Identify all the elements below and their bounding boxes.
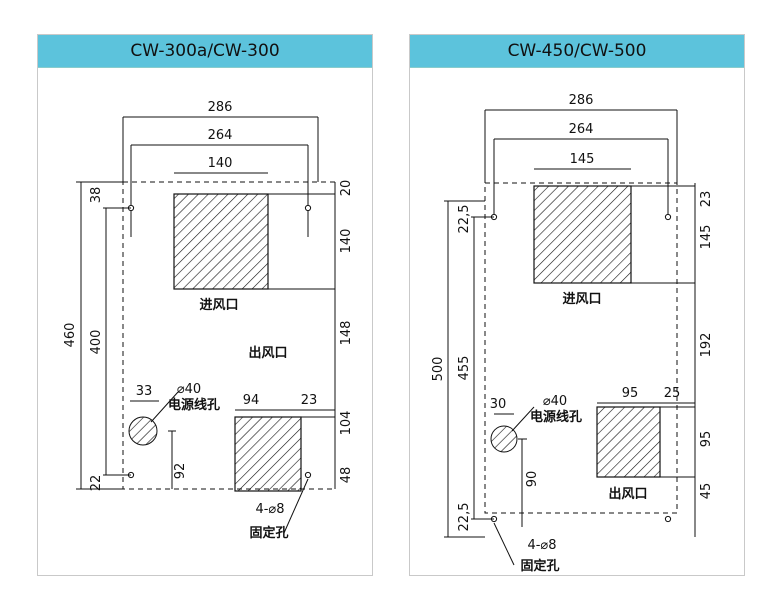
- air-inlet-cutout: [173, 193, 269, 290]
- panel-outline: [122, 181, 336, 490]
- dim-20: 20: [339, 180, 354, 197]
- dim-148: 148: [339, 321, 354, 346]
- dim-145-vert: 145: [699, 225, 714, 250]
- outlet-label: 出风口: [248, 345, 287, 361]
- dim-38: 38: [89, 187, 104, 204]
- panel-title: CW-300a/CW-300: [38, 35, 372, 68]
- inlet-label: 进风口: [562, 292, 601, 307]
- cable-hole: [490, 425, 518, 453]
- dim-140: 140: [208, 156, 233, 171]
- dim-104: 104: [339, 411, 354, 436]
- dim-95-vert: 95: [699, 431, 714, 448]
- dim-455: 455: [457, 356, 472, 381]
- dim-500: 500: [431, 357, 446, 382]
- dim-92: 92: [173, 463, 188, 480]
- cable-hole: [128, 416, 158, 446]
- mount-hole: [304, 471, 312, 479]
- dim-264: 264: [569, 122, 594, 137]
- dim-95: 95: [622, 386, 639, 401]
- air-outlet-cutout: [596, 406, 661, 478]
- dim-140-vert: 140: [339, 229, 354, 254]
- dim-33: 33: [136, 384, 153, 399]
- cable-hole-size: ⌀40: [543, 394, 567, 409]
- dim-48: 48: [339, 467, 354, 484]
- air-inlet-cutout: [533, 185, 632, 284]
- inlet-label: 进风口: [199, 298, 238, 313]
- drawing-panel-cw450: CW-450/CW-500 286 264 145 进风口: [409, 34, 745, 576]
- mount-hole-spec: 4-⌀8: [527, 538, 556, 553]
- dim-45: 45: [699, 483, 714, 500]
- dim-22-5-bottom: 22,5: [457, 503, 472, 532]
- dim-22: 22: [89, 475, 104, 492]
- dim-94: 94: [243, 393, 260, 408]
- dim-400: 400: [89, 330, 104, 355]
- mount-hole-spec: 4-⌀8: [255, 502, 284, 517]
- panel-title: CW-450/CW-500: [410, 35, 744, 68]
- dim-264: 264: [208, 128, 233, 143]
- cable-hole-size: ⌀40: [177, 382, 201, 397]
- cutout-drawing-cw300: 286 264 140 进风口 460 400: [63, 100, 354, 541]
- mount-hole-note: 固定孔: [520, 558, 559, 574]
- dim-23: 23: [301, 393, 318, 408]
- dim-192: 192: [699, 333, 714, 358]
- dim-286: 286: [569, 93, 594, 108]
- dim-145: 145: [570, 152, 595, 167]
- cable-hole-note: 电源线孔: [168, 397, 220, 413]
- mount-hole: [304, 204, 312, 212]
- dim-286: 286: [208, 100, 233, 115]
- dim-460: 460: [63, 323, 78, 348]
- cutout-drawing-cw450: 286 264 145 进风口 500 455: [431, 93, 714, 574]
- mount-hole: [664, 213, 672, 221]
- cable-hole-note: 电源线孔: [530, 409, 582, 425]
- dim-25: 25: [664, 386, 681, 401]
- mount-hole: [664, 515, 672, 523]
- dim-23: 23: [699, 191, 714, 208]
- dim-90: 90: [525, 471, 540, 488]
- drawing-panel-cw300: CW-300a/CW-300 286 264 140 进风口: [37, 34, 373, 576]
- dim-30: 30: [490, 397, 507, 412]
- outlet-label: 出风口: [608, 486, 647, 502]
- air-outlet-cutout: [234, 416, 302, 492]
- mount-hole-note: 固定孔: [249, 525, 288, 541]
- dim-22-5-top: 22,5: [457, 205, 472, 234]
